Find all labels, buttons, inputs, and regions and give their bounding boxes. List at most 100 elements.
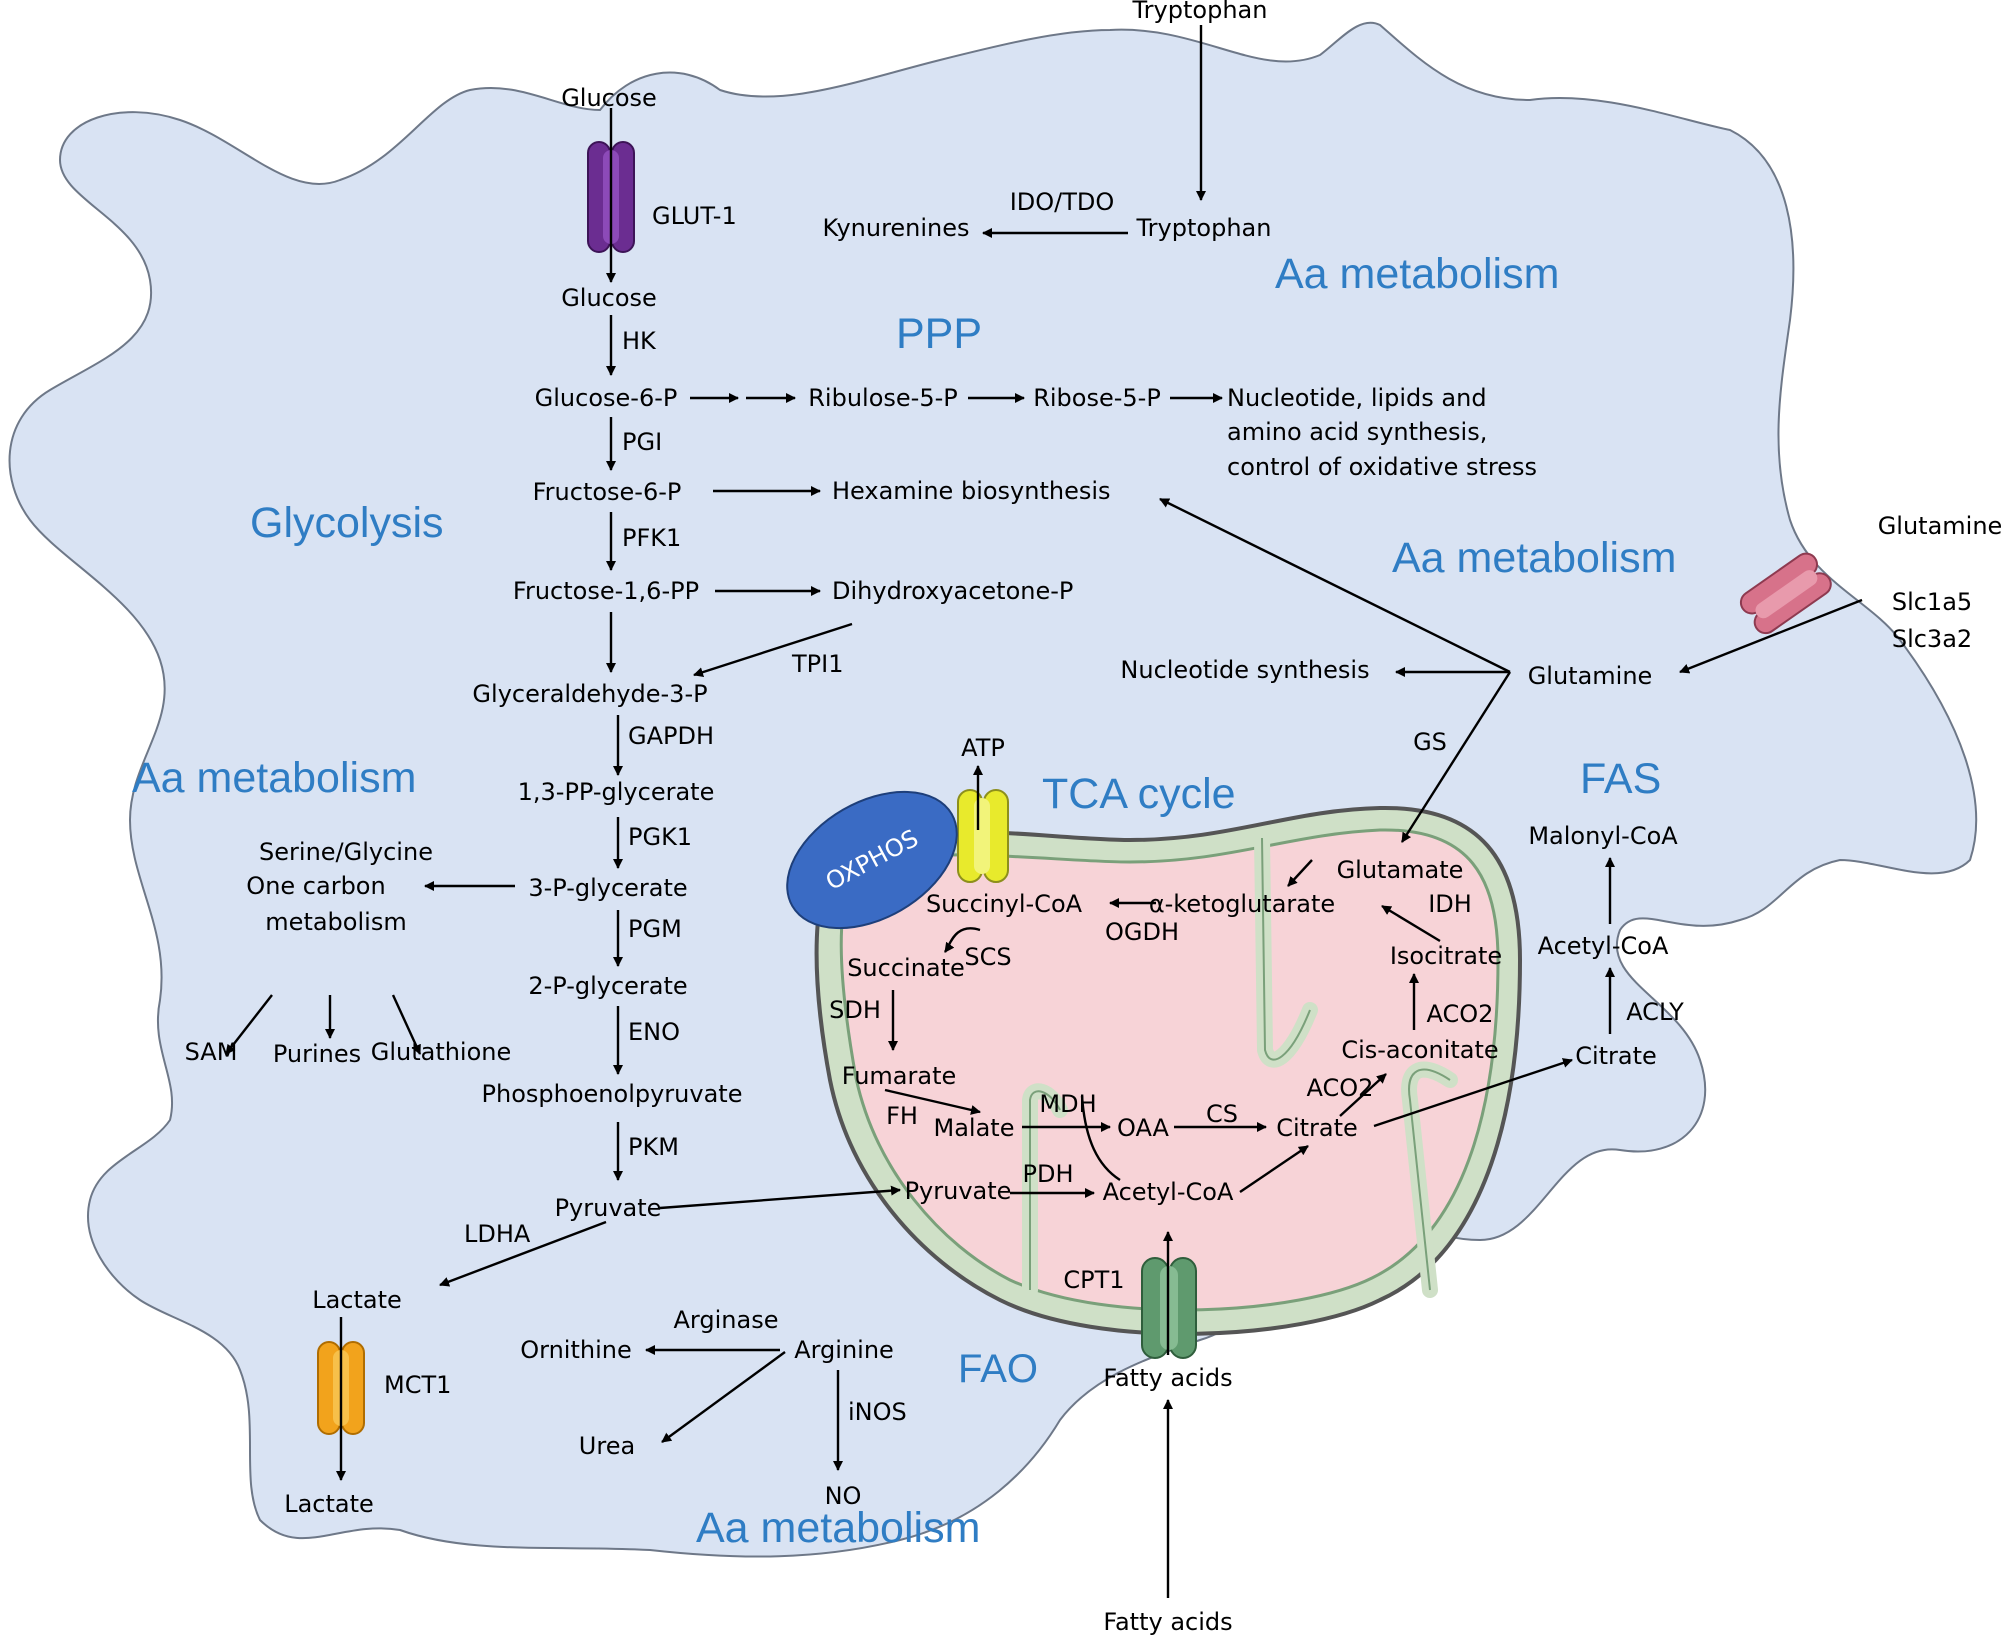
malate-oaa-curve — [1080, 1095, 1121, 1182]
crista-top-outline — [1261, 837, 1311, 1061]
aco2-lower-label: ACO2 — [1307, 1074, 1374, 1102]
one-carbon: One carbon — [246, 872, 385, 900]
mct1-label: MCT1 — [384, 1371, 451, 1399]
tryptophan-outside: Tryptophan — [1132, 0, 1268, 24]
citrate-mito-label: Citrate — [1276, 1114, 1358, 1142]
fructose-1-6-pp: Fructose-1,6-PP — [513, 577, 699, 605]
arrow-pyruvate-import — [659, 1185, 901, 1210]
pdh-label: PDH — [1023, 1160, 1074, 1188]
arrow-glutamine-uptake — [1679, 598, 1863, 674]
one-carbon-metabolism: metabolism — [265, 908, 406, 936]
succinate-label: Succinate — [847, 954, 965, 982]
ppp-products-line3: control of oxidative stress — [1227, 453, 1537, 481]
region-tca-label: TCA cycle — [1042, 770, 1236, 818]
tpi1-label: TPI1 — [791, 650, 843, 678]
arrow-glutathione — [391, 994, 422, 1055]
hexamine-biosynthesis: Hexamine biosynthesis — [832, 477, 1111, 505]
eno-label: ENO — [628, 1018, 680, 1046]
slc1a5-label: Slc1a5 — [1892, 588, 1972, 616]
slc-transporter — [1739, 552, 1832, 635]
arrow-sam — [225, 994, 273, 1055]
ribulose-5-p: Ribulose-5-P — [808, 384, 957, 412]
mitochondrion-matrix — [839, 828, 1500, 1312]
phosphoenolpyruvate: Phosphoenolpyruvate — [482, 1080, 743, 1108]
arginase-label: Arginase — [674, 1306, 779, 1334]
idh-label: IDH — [1428, 890, 1472, 918]
sdh-label: SDH — [829, 996, 881, 1024]
pgm-label: PGM — [628, 915, 682, 943]
hk-label: HK — [622, 327, 657, 355]
glucose-outside: Glucose — [561, 84, 657, 112]
atp-label: ATP — [961, 734, 1005, 762]
alpha-ketoglutarate: α-ketoglutarate — [1149, 890, 1335, 918]
fatty-acids-inside: Fatty acids — [1103, 1364, 1232, 1392]
arrow-fh — [884, 1088, 981, 1115]
serine-glycine: Serine/Glycine — [259, 838, 433, 866]
2-p-glycerate: 2-P-glycerate — [528, 972, 687, 1000]
oaa-label: OAA — [1117, 1114, 1170, 1142]
glutamine-outside: Glutamine — [1878, 512, 2003, 540]
arrow-urea — [661, 1351, 786, 1443]
mdh-label: MDH — [1039, 1090, 1096, 1118]
acetyl-coa-mito-label: Acetyl-CoA — [1103, 1178, 1234, 1206]
inos-label: iNOS — [848, 1398, 907, 1426]
glutathione-label: Glutathione — [371, 1038, 512, 1066]
arrow-ldha — [439, 1220, 607, 1287]
pgk1-label: PGK1 — [628, 823, 692, 851]
nucleotide-synthesis: Nucleotide synthesis — [1120, 656, 1369, 684]
fumarate-label: Fumarate — [842, 1062, 957, 1090]
pfk1-label: PFK1 — [622, 524, 681, 552]
cs-label: CS — [1206, 1100, 1238, 1128]
malonyl-coa: Malonyl-CoA — [1528, 822, 1678, 850]
dihydroxyacetone-p: Dihydroxyacetone-P — [832, 577, 1073, 605]
glut1-label: GLUT-1 — [652, 202, 737, 230]
region-aa-left-label: Aa metabolism — [132, 754, 416, 802]
glutamine-inside: Glutamine — [1528, 662, 1653, 690]
region-glycolysis-label: Glycolysis — [250, 499, 444, 547]
glucose-6-p: Glucose-6-P — [535, 384, 678, 412]
arrow-acetyl-citrate — [1239, 1145, 1309, 1193]
ornithine-label: Ornithine — [520, 1336, 631, 1364]
isocitrate-label: Isocitrate — [1390, 942, 1502, 970]
arrow-citrate-cisaconitate — [1339, 1073, 1387, 1117]
region-fas-label: FAS — [1580, 755, 1661, 803]
oxphos-complex — [786, 790, 958, 930]
succinyl-coa: Succinyl-CoA — [926, 890, 1083, 918]
purines-label: Purines — [273, 1040, 361, 1068]
fatty-acids-outside: Fatty acids — [1103, 1608, 1232, 1636]
urea-label: Urea — [579, 1432, 635, 1460]
tryptophan-inside: Tryptophan — [1136, 214, 1272, 242]
pgi-label: PGI — [622, 428, 662, 456]
region-aa-right-label: Aa metabolism — [1392, 534, 1676, 582]
fh-label: FH — [886, 1102, 918, 1130]
no-label: NO — [825, 1482, 862, 1510]
aco2-upper-label: ACO2 — [1427, 1000, 1494, 1028]
ppp-products-line1: Nucleotide, lipids and — [1227, 384, 1487, 412]
ogdh-label: OGDH — [1105, 918, 1179, 946]
malate-label: Malate — [934, 1114, 1015, 1142]
arrow-scs — [943, 927, 981, 953]
region-fao-label: FAO — [958, 1347, 1038, 1391]
atp-synthase — [957, 789, 1009, 883]
mct1-transporter — [317, 1341, 365, 1435]
citrate-cytosol: Citrate — [1575, 1042, 1657, 1070]
arrow-gs — [1400, 671, 1512, 843]
sam-label: SAM — [185, 1038, 238, 1066]
arrow-idh — [1381, 904, 1441, 943]
glucose-inside: Glucose — [561, 284, 657, 312]
arrow-citrate-export — [1373, 1058, 1573, 1128]
pkm-label: PKM — [628, 1133, 679, 1161]
glutamate-label: Glutamate — [1337, 856, 1464, 884]
crista-left-outline — [1029, 1090, 1061, 1290]
lactate-outside: Lactate — [284, 1490, 374, 1518]
acetyl-coa-cytosol: Acetyl-CoA — [1538, 932, 1669, 960]
cpt1-label: CPT1 — [1063, 1266, 1124, 1294]
acly-label: ACLY — [1626, 998, 1684, 1026]
crista-right-outline — [1408, 1068, 1451, 1291]
glyceraldehyde-3-p: Glyceraldehyde-3-P — [472, 680, 707, 708]
region-ppp-label: PPP — [896, 310, 982, 358]
ppp-products-line2: amino acid synthesis, — [1227, 418, 1487, 446]
ribose-5-p: Ribose-5-P — [1033, 384, 1161, 412]
region-aa-top-label: Aa metabolism — [1275, 250, 1559, 298]
